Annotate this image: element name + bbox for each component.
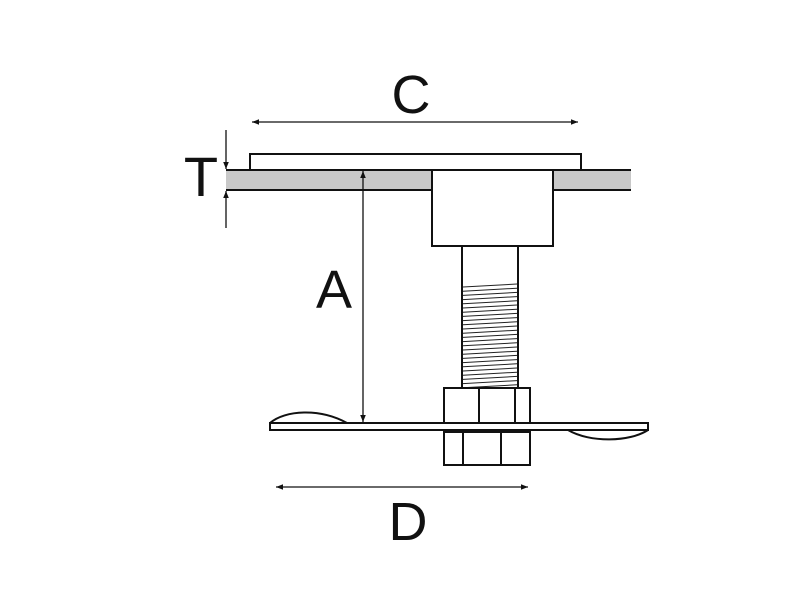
- thread-line: [462, 359, 518, 364]
- thread-line: [462, 312, 518, 317]
- thread-line: [462, 333, 518, 338]
- thread-line: [462, 300, 518, 305]
- thread-line: [462, 338, 518, 343]
- thread-line: [462, 291, 518, 296]
- thread-line: [462, 321, 518, 326]
- thread-line: [462, 283, 518, 288]
- wing-blade: [269, 411, 649, 441]
- thread-line: [462, 371, 518, 376]
- body: [431, 169, 554, 247]
- thread-line: [462, 296, 518, 301]
- thread-line: [462, 375, 518, 380]
- thread-line: [462, 380, 518, 385]
- thread-line: [462, 325, 518, 330]
- thread-line: [462, 287, 518, 292]
- thread-line: [462, 317, 518, 322]
- flange: [249, 153, 582, 171]
- dimension-t-label: T: [184, 145, 218, 208]
- thread-line: [462, 308, 518, 313]
- dimension-d-label: D: [389, 492, 428, 552]
- threaded-shaft: [461, 245, 519, 389]
- thread-line: [462, 346, 518, 351]
- dimension-c-label: C: [392, 65, 431, 125]
- thread-line: [462, 342, 518, 347]
- thread-line: [462, 354, 518, 359]
- lower-nut: [443, 431, 531, 466]
- upper-nut: [443, 387, 531, 424]
- thread-line: [462, 350, 518, 355]
- panel: [226, 169, 631, 191]
- thread-line: [462, 363, 518, 368]
- thread-line: [462, 304, 518, 309]
- thread-line: [462, 367, 518, 372]
- thread-line: [462, 329, 518, 334]
- dimension-a-label: A: [316, 260, 352, 320]
